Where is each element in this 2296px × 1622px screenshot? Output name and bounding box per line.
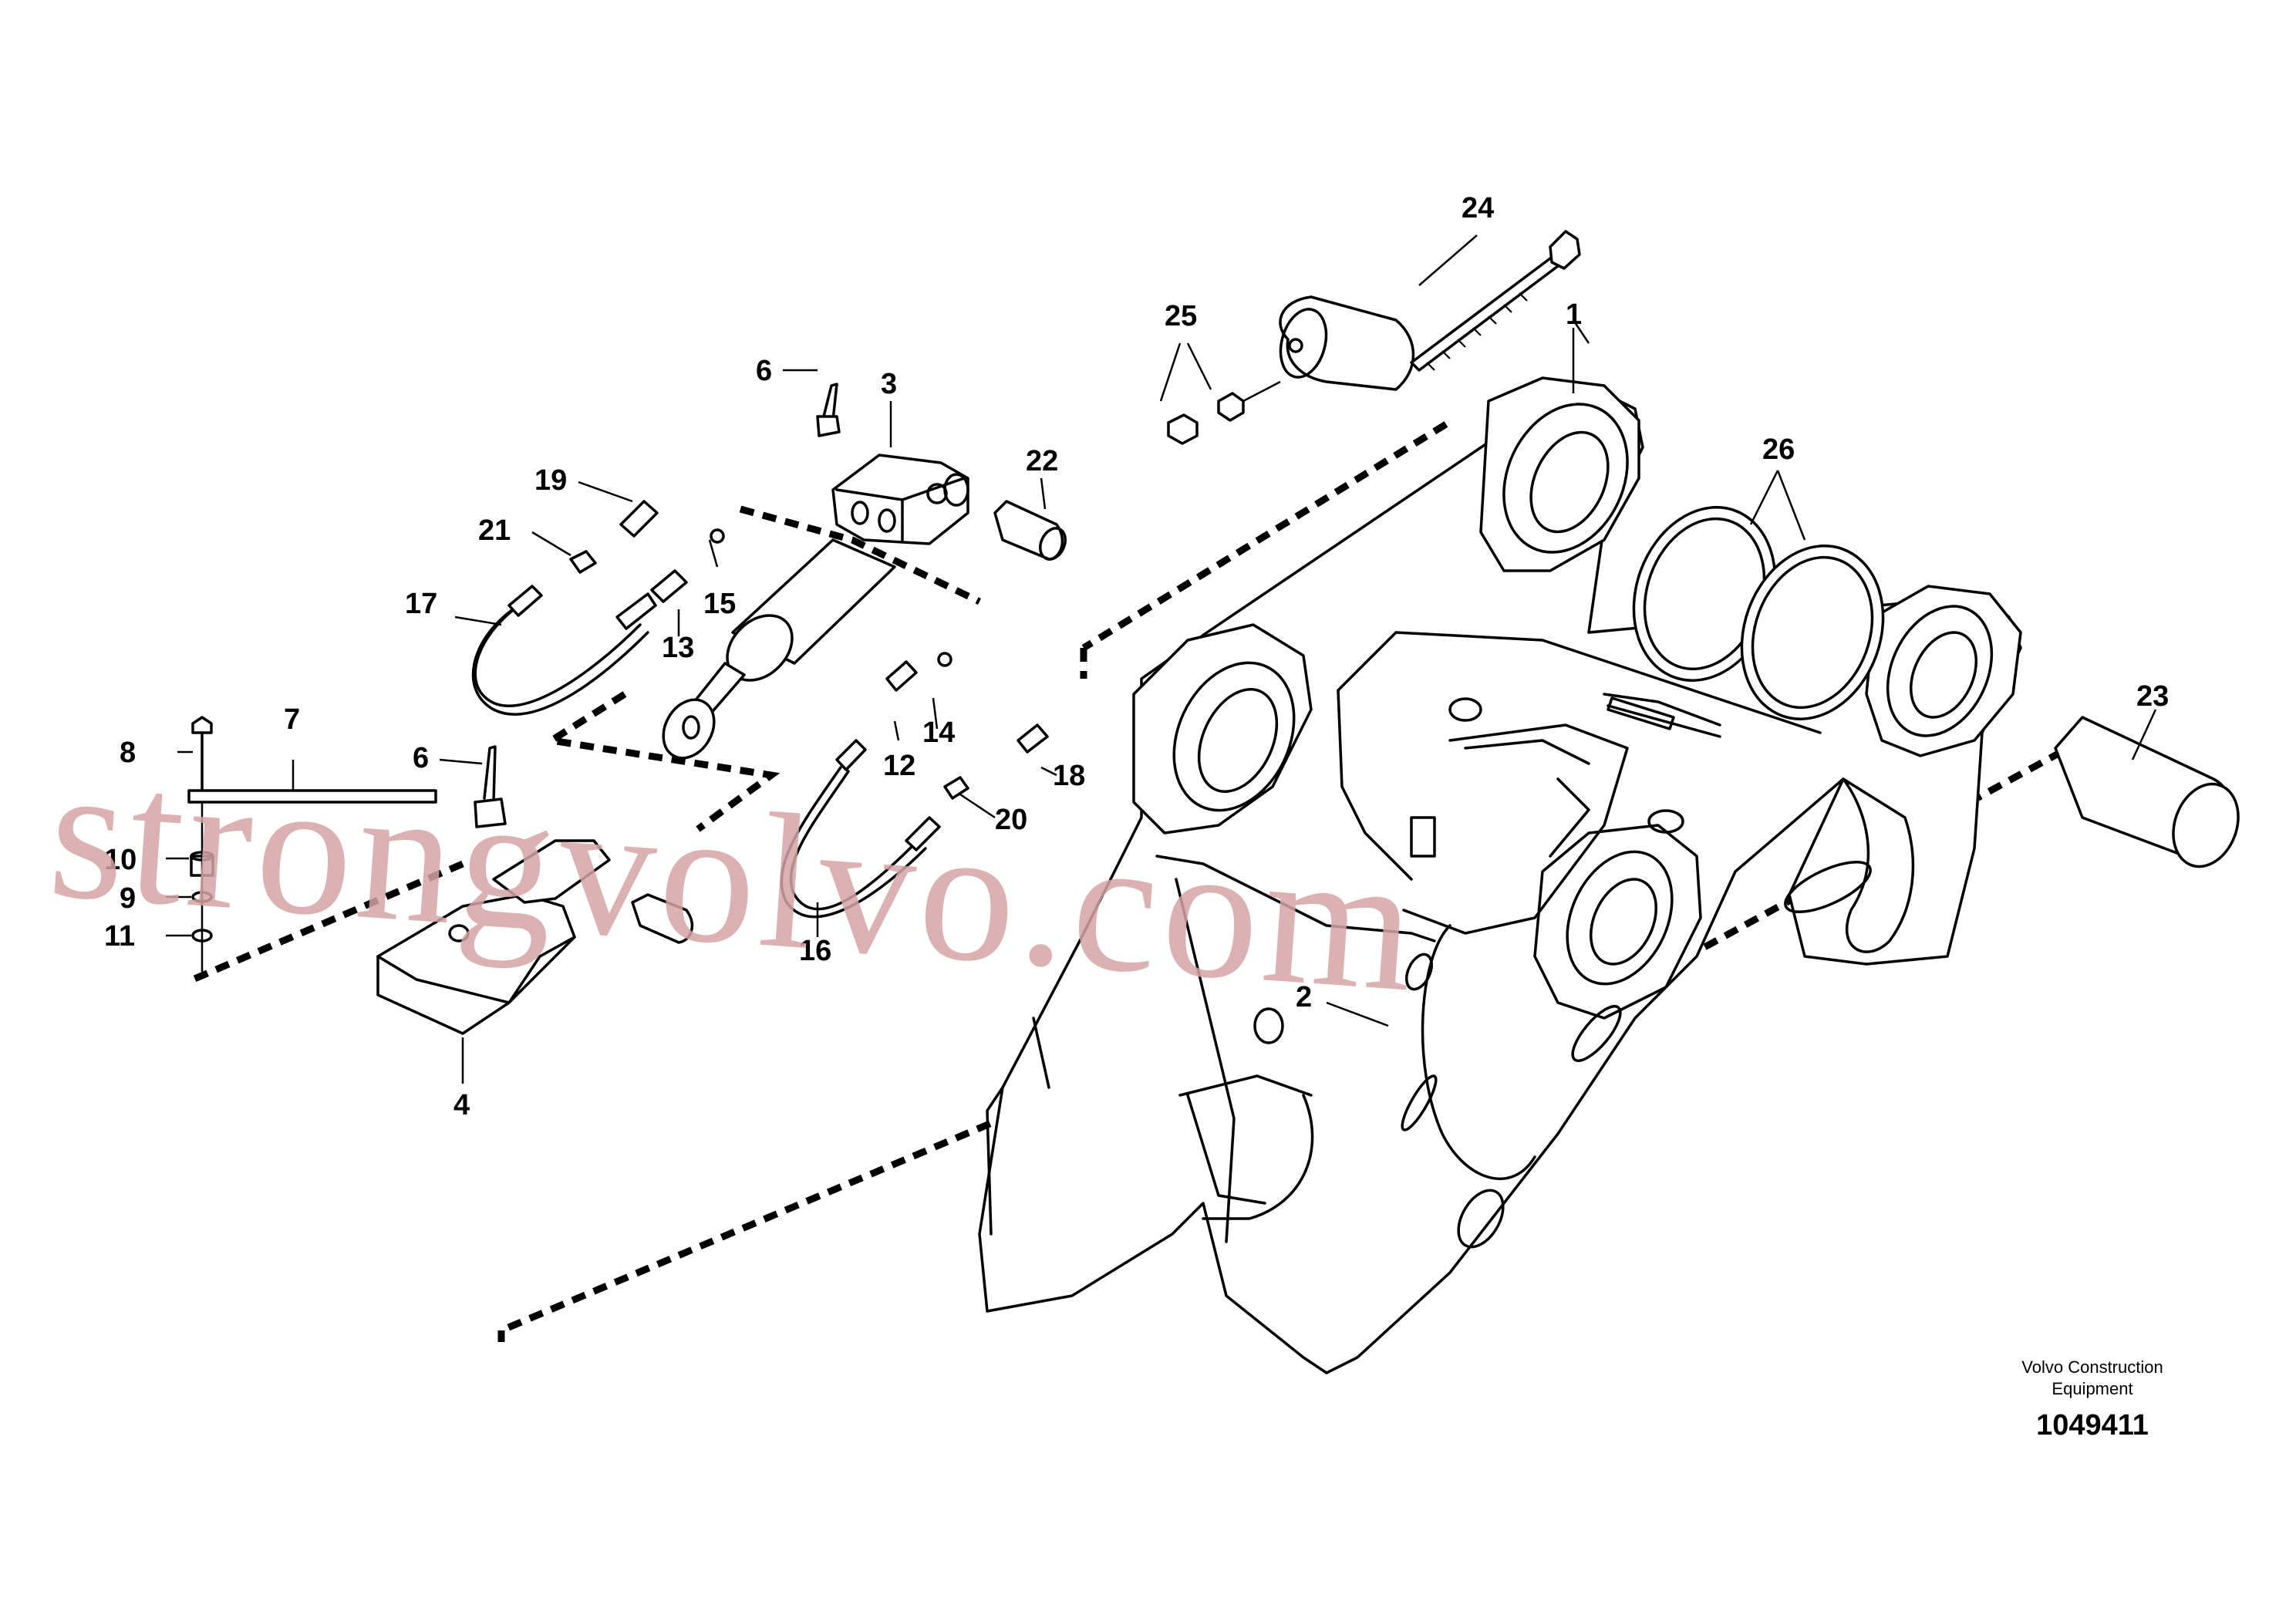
callout-2: 2 <box>1296 981 1312 1013</box>
callout-1: 1 <box>1566 298 1582 331</box>
callout-22: 22 <box>1026 445 1058 477</box>
callout-9: 9 <box>120 882 136 915</box>
callout-16: 16 <box>799 935 831 967</box>
company-name-line1: Volvo Construction <box>2021 1357 2163 1377</box>
upper-pin-assembly <box>1167 230 1581 445</box>
callout-10: 10 <box>104 844 137 876</box>
drawing-number: 1049411 <box>2036 1409 2149 1442</box>
callout-25: 25 <box>1165 300 1197 332</box>
footer-block: Volvo Construction Equipment 1049411 <box>2021 1357 2163 1442</box>
callout-12: 12 <box>883 750 915 782</box>
callout-numbers: 1 2 3 4 6 6 7 8 9 10 11 12 13 14 15 16 1… <box>104 192 2169 1121</box>
cotter-pins <box>474 383 841 828</box>
callout-23: 23 <box>2136 680 2169 713</box>
pin-22 <box>993 500 1067 561</box>
callout-6-upper: 6 <box>756 355 772 387</box>
callout-26: 26 <box>1762 433 1795 466</box>
callout-13: 13 <box>662 632 694 664</box>
callout-19: 19 <box>534 464 567 497</box>
callout-7: 7 <box>284 703 300 736</box>
callout-15: 15 <box>703 588 736 620</box>
callout-20: 20 <box>995 804 1027 836</box>
o-rings <box>1632 506 1885 720</box>
callout-3: 3 <box>881 368 897 400</box>
callout-6-lower: 6 <box>413 742 429 774</box>
callout-11: 11 <box>104 920 135 953</box>
strip-and-fasteners <box>187 716 437 972</box>
company-name-line2: Equipment <box>2052 1379 2132 1398</box>
valve-block-cylinder <box>662 454 969 760</box>
guard-block <box>376 839 694 1035</box>
callout-17: 17 <box>405 588 437 620</box>
callout-18: 18 <box>1053 760 1085 792</box>
callout-8: 8 <box>120 737 136 769</box>
callout-14: 14 <box>922 717 955 749</box>
hoses <box>471 500 1049 919</box>
callout-24: 24 <box>1462 192 1494 224</box>
callout-4: 4 <box>453 1089 470 1121</box>
rear-pin <box>2054 716 2240 868</box>
leader-lines <box>166 234 2157 1084</box>
callout-21: 21 <box>478 514 511 547</box>
